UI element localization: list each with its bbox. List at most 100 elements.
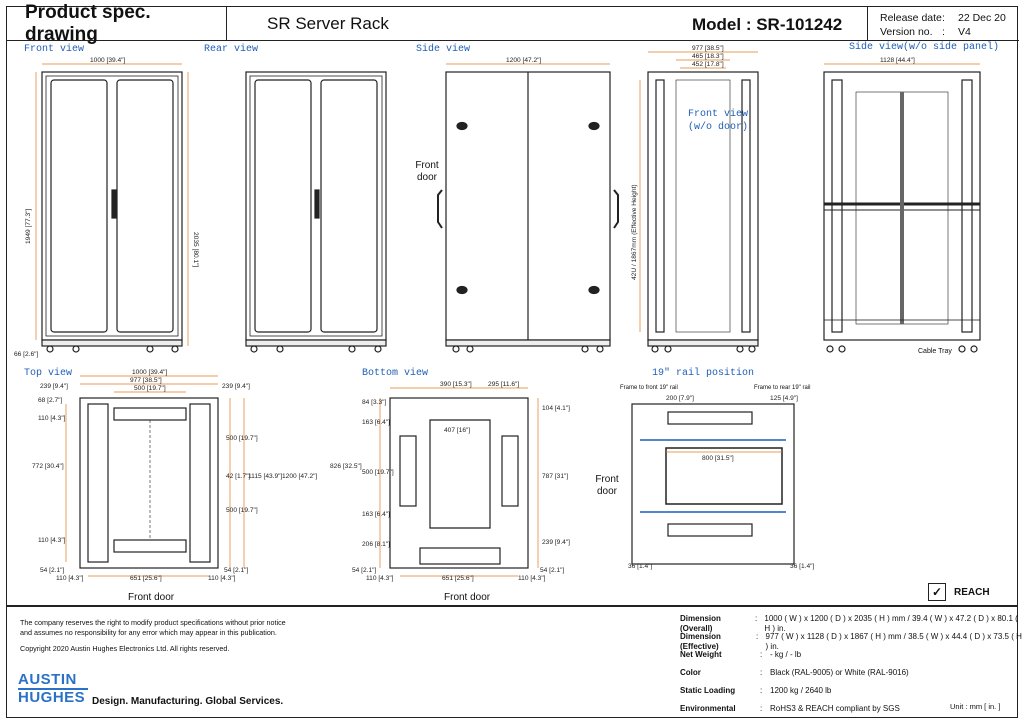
copyright: Copyright 2020 Austin Hughes Electronics… (20, 644, 230, 653)
dim-top-left: 239 [9.4"] (40, 383, 68, 390)
side-view-title: Side view (416, 44, 471, 55)
spec-colon: : (756, 632, 759, 641)
spec-value: 1200 kg / 2640 lb (770, 686, 832, 695)
logo-line2: HUGHES (18, 688, 88, 706)
logo-line1: AUSTIN (18, 671, 77, 688)
dim-top-a: 68 [2.7"] (38, 397, 63, 404)
model-number: Model : SR-101242 (692, 15, 843, 34)
dim-fnd-height: 42U / 1867mm (Effective Height) (631, 184, 638, 280)
side-front-door-label: Front door (415, 160, 439, 183)
version-label: Version no. (880, 26, 933, 38)
dimension-lines (35, 51, 980, 577)
reach-badge: ✓ REACH (928, 583, 990, 601)
spec-row: Static Loading:1200 kg / 2640 lb (680, 686, 831, 696)
rear-view-title: Rear view (204, 44, 259, 55)
spec-value: 977 ( W ) x 1128 ( D ) x 1867 ( H ) mm /… (765, 632, 1022, 651)
dim-rail-b: 125 [4.9"] (770, 395, 798, 402)
doc-title: Product spec. drawing (7, 2, 227, 45)
version-value: V4 (958, 26, 971, 38)
dim-bot-c: 84 [3.3"] (362, 399, 387, 406)
dim-top-e: 500 [19.7"] (226, 435, 258, 442)
bottom-view-title: Bottom view (362, 368, 429, 379)
release-info: Release date:22 Dec 20 Version no.:V4 (867, 7, 1019, 41)
dim-rail-e: 36 [1.4"] (790, 563, 815, 570)
front-no-door-title: Front view (w/o door) (688, 109, 749, 133)
dim-rail-a: 200 [7.9"] (666, 395, 694, 402)
dim-top-g: 500 [19.7"] (226, 507, 258, 514)
spec-value: Black (RAL-9005) or White (RAL-9016) (770, 668, 909, 677)
top-view-title: Top view (24, 368, 73, 379)
company-slogan: Design. Manufacturing. Global Services. (92, 696, 284, 707)
dim-snp-depth: 1128 [44.4"] (880, 57, 915, 64)
dim-top-right: 239 [9.4"] (222, 383, 250, 390)
spec-label: Net Weight (680, 650, 722, 659)
rail-front-door-label: Front door (595, 474, 619, 497)
rear-view-drawing (245, 71, 387, 353)
spec-label: Color (680, 668, 701, 677)
spec-colon: : (760, 704, 763, 713)
footer-divider (6, 605, 1018, 607)
cable-tray-label: Cable Tray (918, 348, 952, 355)
disclaimer-line1: The company reserves the right to modify… (20, 618, 286, 627)
dim-top-m: 110 [4.3"] (56, 575, 84, 582)
spec-row: Dimension (Effective):977 ( W ) x 1128 (… (680, 632, 1024, 652)
reach-check-icon: ✓ (928, 583, 946, 601)
dim-rail-d: 36 [1.4"] (628, 563, 653, 570)
dim-bot-n: 54 [2.1"] (540, 567, 565, 574)
version-colon: : (942, 26, 945, 38)
dim-top-k: 54 [2.1"] (224, 567, 249, 574)
spec-value: RoHS3 & REACH compliant by SGS (770, 704, 900, 713)
dim-side-depth: 1200 [47.2"] (506, 57, 542, 64)
dim-bot-m: 54 [2.1"] (352, 567, 377, 574)
dim-bot-e: 163 [6.4"] (362, 419, 390, 426)
bottom-front-door-label: Front door (444, 592, 491, 603)
top-view-drawing (79, 397, 219, 569)
dim-top-d: 110 [4.3"] (38, 537, 66, 544)
dimension-labels: 1000 [39.4"] 1949 [77.3"] 2035 [80.1"] 6… (14, 45, 915, 582)
spec-colon: : (755, 614, 758, 623)
dim-bot-j: 163 [6.4"] (362, 511, 390, 518)
side-no-panel-drawing (823, 71, 981, 353)
dim-bot-d: 104 [4.1"] (542, 405, 570, 412)
dim-top-f: 42 [1.7"] (226, 473, 251, 480)
release-value: 22 Dec 20 (958, 12, 1006, 24)
spec-label: Environmental (680, 704, 736, 713)
dim-fnd-width3: 452 [17.8"] (692, 61, 724, 68)
reach-text: REACH (954, 586, 990, 598)
spec-value: 1000 ( W ) x 1200 ( D ) x 2035 ( H ) mm … (764, 614, 1018, 633)
dim-fnd-width2: 465 [18.3"] (692, 53, 724, 60)
dim-bot-k: 206 [8.1"] (362, 541, 390, 548)
side-view-drawing (437, 71, 619, 353)
spec-colon: : (760, 668, 763, 677)
dim-bot-f: 407 [16"] (444, 427, 470, 434)
spec-value: - kg / - lb (770, 650, 802, 659)
top-front-door-label: Front door (128, 592, 175, 603)
spec-colon: : (760, 686, 763, 695)
dim-bot-q: 110 [4.3"] (518, 575, 546, 582)
disclaimer-line2: and assumes no responsibility for any er… (20, 628, 277, 637)
dim-top-b: 110 [4.3"] (38, 415, 66, 422)
spec-label: Dimension (Effective) (680, 632, 721, 651)
dim-bot-l: 239 [9.4"] (542, 539, 570, 546)
front-view-drawing (41, 71, 183, 353)
spec-row: Net Weight:- kg / - lb (680, 650, 801, 660)
dim-bot-h: 500 [19.7"] (362, 469, 394, 476)
dim-front-height-overall: 2035 [80.1"] (192, 232, 199, 268)
frame-front-rail-label: Frame to front 19" rail (620, 385, 678, 391)
dim-top-n: 651 [25.6"] (130, 575, 162, 582)
dim-rail-c: 800 [31.5"] (702, 455, 734, 462)
dim-top-i: 1200 [47.2"] (282, 473, 318, 480)
dim-top-w3: 500 [19.7"] (134, 385, 166, 392)
frame-rear-rail-label: Frame to rear 19" rail (754, 385, 811, 391)
release-colon: : (942, 12, 945, 24)
dim-bot-b: 295 [11.6"] (488, 381, 519, 388)
dim-bot-o: 110 [4.3"] (366, 575, 394, 582)
rail-position-drawing (631, 403, 795, 565)
dim-top-w1: 1000 [39.4"] (132, 369, 168, 376)
dim-top-j: 54 [2.1"] (40, 567, 65, 574)
dim-bot-i: 787 [31"] (542, 473, 568, 480)
dim-top-o: 110 [4.3"] (208, 575, 236, 582)
spec-row: Dimension (Overall):1000 ( W ) x 1200 ( … (680, 614, 1024, 634)
side-no-panel-title: Side view(w/o side panel) (849, 42, 1000, 53)
